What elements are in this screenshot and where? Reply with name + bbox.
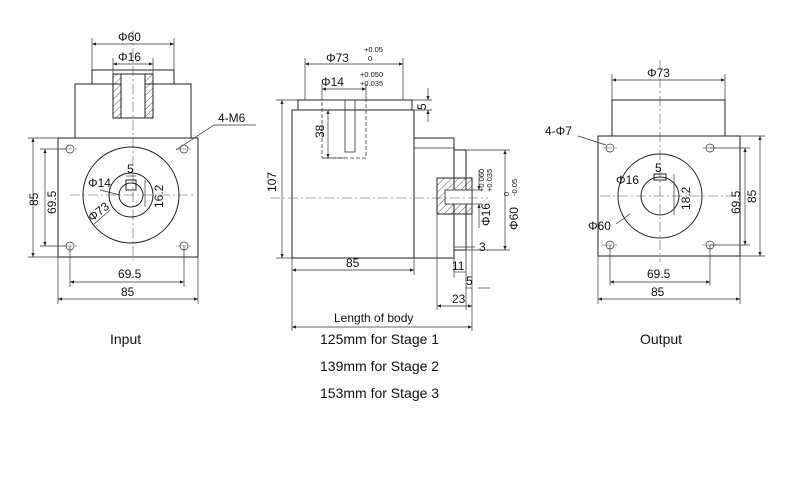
side-flange-thickness: 5 xyxy=(415,103,429,110)
output-holes: 4-Φ7 xyxy=(545,124,572,138)
output-shaft-dia: Φ16 xyxy=(616,173,639,187)
output-caption: Output xyxy=(640,331,682,347)
side-bore-tol-upper: +0.050 xyxy=(360,70,383,79)
side-bore-depth: 38 xyxy=(313,124,327,138)
side-shaft-length-23: 23 xyxy=(452,292,466,306)
side-shaft-tol-upper: +0.060 xyxy=(477,169,486,192)
output-height-69-5: 69.5 xyxy=(729,190,743,214)
input-thread-holes: 4-M6 xyxy=(218,111,246,125)
stage-2-length: 139mm for Stage 2 xyxy=(320,358,439,374)
input-top-inner-dia: Φ16 xyxy=(118,50,141,64)
input-key-height: 16.2 xyxy=(152,184,166,208)
output-keyway-width: 5 xyxy=(655,161,662,175)
side-bore-tol-lower: +0.035 xyxy=(360,79,383,88)
side-shaft-dia: Φ16 xyxy=(479,203,493,226)
input-bore-dia: Φ14 xyxy=(88,176,111,190)
side-step-5: 5 xyxy=(466,274,473,288)
input-view: Φ60 Φ16 4-M6 85 69.5 5 Φ14 16.2 Φ73 69.5 xyxy=(27,30,256,347)
output-top-dia: Φ73 xyxy=(647,66,670,80)
output-key-height: 18.2 xyxy=(679,186,693,210)
side-pilot-tol-upper: 0 xyxy=(502,192,511,196)
output-view: Φ73 4-Φ7 Φ16 5 18.2 Φ60 69.5 85 69.5 85 … xyxy=(545,60,765,347)
output-width-85: 85 xyxy=(651,285,665,299)
input-width-85: 85 xyxy=(121,285,135,299)
side-body-height: 107 xyxy=(265,172,279,192)
side-view: Φ73 +0.05 0 Φ14 +0.050 +0.035 5 38 107 Φ… xyxy=(265,45,521,401)
side-body-width-85: 85 xyxy=(346,256,360,270)
side-flange-pcd: Φ73 xyxy=(326,51,349,65)
stage-3-length: 153mm for Stage 3 xyxy=(320,385,439,401)
output-width-69-5: 69.5 xyxy=(647,267,671,281)
input-height-85: 85 xyxy=(27,192,41,206)
output-height-85: 85 xyxy=(745,189,759,203)
input-keyway-width: 5 xyxy=(127,162,134,176)
side-bore-dia: Φ14 xyxy=(321,75,344,89)
side-flange-pcd-tol-upper: +0.05 xyxy=(364,45,383,54)
side-flange-pcd-tol-lower: 0 xyxy=(368,54,372,63)
side-pilot-tol-lower: -0.05 xyxy=(510,179,519,196)
stage-1-length: 125mm for Stage 1 xyxy=(320,331,439,347)
side-shaft-tol-lower: +0.035 xyxy=(485,169,494,192)
side-pilot-dia: Φ60 xyxy=(507,207,521,230)
side-step-11: 11 xyxy=(452,259,465,273)
output-pilot-dia: Φ60 xyxy=(588,219,611,233)
input-height-69-5: 69.5 xyxy=(45,190,59,214)
input-caption: Input xyxy=(110,331,141,347)
length-of-body-title: Length of body xyxy=(334,311,413,325)
input-width-69-5: 69.5 xyxy=(118,267,142,281)
input-top-outer-dia: Φ60 xyxy=(118,30,141,44)
side-step-3: 3 xyxy=(479,240,486,254)
